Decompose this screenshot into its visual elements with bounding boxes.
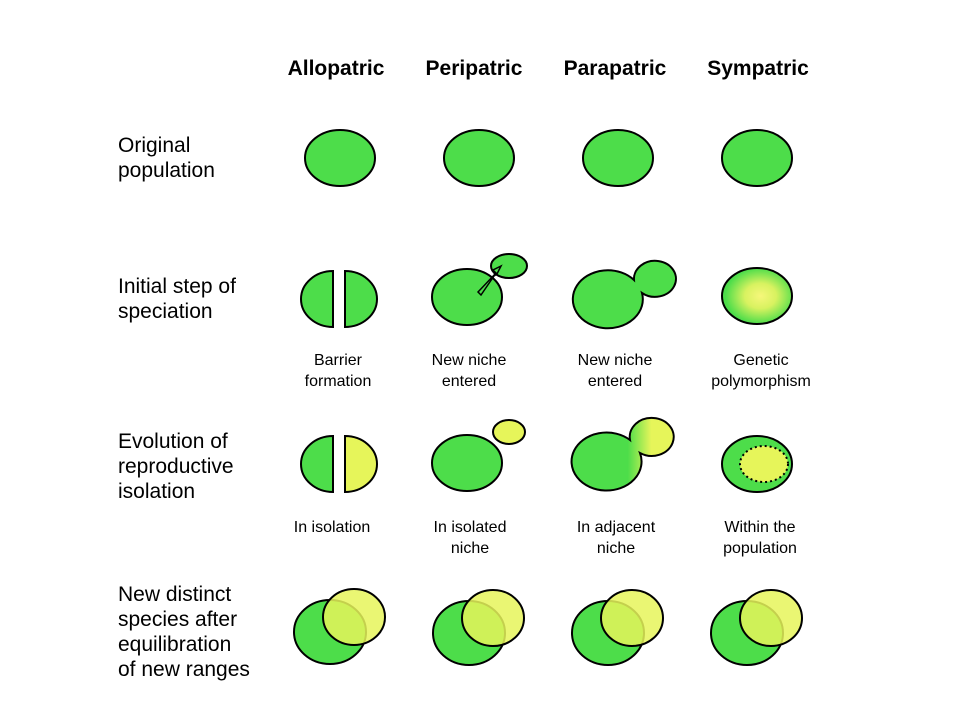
new-species-allopatric-yellow: [322, 588, 386, 646]
allopatric-left-half-initial: [300, 269, 334, 329]
new-species-sympatric-yellow: [739, 589, 803, 647]
peripatric-main-evolved: [431, 434, 503, 492]
allopatric-right-half-initial: [344, 269, 378, 329]
original-population-peripatric: [443, 129, 515, 187]
column-header-peripatric: Peripatric: [425, 57, 523, 80]
allopatric-left-half-evolved: [300, 434, 334, 494]
parapatric-joined-evolved: [570, 416, 675, 492]
original-population-allopatric: [304, 129, 376, 187]
allopatric-right-half-evolved: [344, 434, 378, 494]
caption-in-isolation: In isolation: [293, 519, 371, 536]
sympatric-inner-group: [739, 445, 789, 483]
peripatric-main-initial: [431, 268, 503, 326]
column-header-allopatric: Allopatric: [287, 57, 385, 80]
peripatric-arrow: [476, 264, 503, 297]
peripatric-colony-evolved: [492, 419, 526, 445]
original-population-sympatric: [721, 129, 793, 187]
new-species-parapatric-yellow: [600, 589, 664, 647]
sympatric-polymorphism-initial: [721, 267, 793, 325]
new-species-peripatric-yellow: [461, 589, 525, 647]
column-header-sympatric: Sympatric: [707, 57, 809, 80]
peripatric-colony-initial: [490, 253, 528, 279]
column-header-parapatric: Parapatric: [563, 57, 667, 80]
original-population-parapatric: [582, 129, 654, 187]
parapatric-joined-initial: [571, 259, 677, 330]
